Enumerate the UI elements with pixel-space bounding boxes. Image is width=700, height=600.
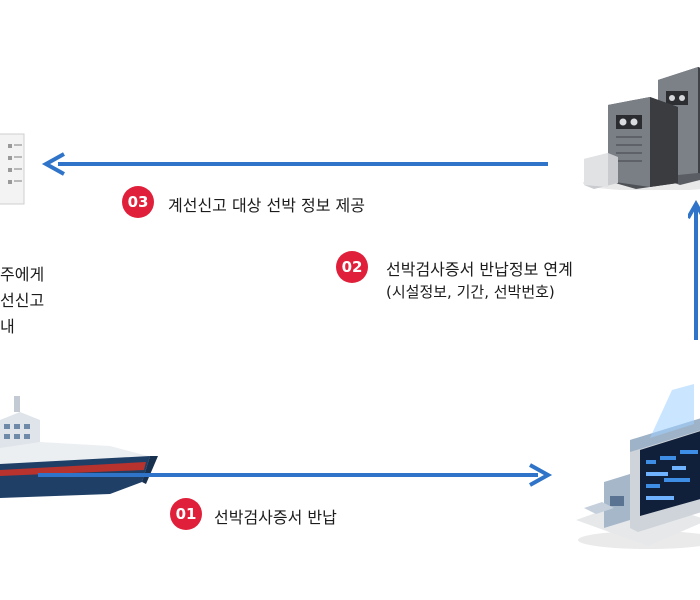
document-icon: [0, 133, 25, 205]
step-02-sublabel: (시설정보, 기간, 선박번호): [386, 283, 555, 301]
step-01-label: 선박검사증서 반납: [214, 508, 337, 527]
notice-line-1: 주에게: [0, 265, 45, 284]
notice-line-2: 선신고: [0, 291, 45, 310]
step-02-label: 선박검사증서 반납정보 연계: [386, 260, 573, 279]
kiosk-icon: [576, 384, 700, 549]
notice-line-3: 내: [0, 317, 15, 336]
arrow-step-01: [38, 463, 553, 487]
step-03-badge: 03: [122, 186, 154, 218]
arrow-step-02: [688, 200, 700, 340]
step-01-badge: 01: [170, 498, 202, 530]
step-02-badge: 02: [336, 251, 368, 283]
arrow-step-03: [41, 152, 548, 176]
server-icon: [583, 67, 700, 190]
step-03-label: 계선신고 대상 선박 정보 제공: [168, 196, 365, 215]
